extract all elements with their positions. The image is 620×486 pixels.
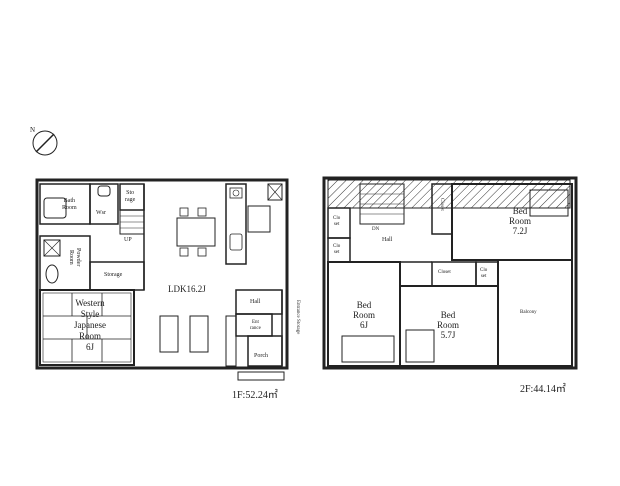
room-bed-2: Bed Room 6J [352, 300, 375, 330]
room-balcony: Balcony [520, 310, 537, 315]
room-japanese: Western Style Japanese Room 6J [74, 298, 106, 352]
room-storage: Storage [104, 272, 123, 278]
stairs-dn: DN [372, 227, 380, 232]
room-closet-a: Clo set [333, 216, 341, 227]
svg-text:N: N [30, 126, 35, 134]
stairs-up: UP [124, 237, 132, 243]
room-wash: Wsr [96, 210, 106, 216]
room-ldk: LDK16.2J [168, 284, 206, 294]
label-entrance-storage: Entrance Storage [295, 300, 300, 335]
floor1-plan [35, 178, 289, 381]
floor2-area: 2F:44.14㎡ [520, 384, 566, 395]
room-storage-small: Sto rage [125, 190, 136, 203]
room-hall-2f: Hall [382, 237, 393, 243]
room-hall-1f: Hall [250, 299, 261, 305]
room-closet-mid: Closet [438, 270, 451, 275]
room-bed-1: Bed Room 7.2J [508, 206, 531, 236]
floor1-area: 1F:52.24㎡ [232, 390, 278, 401]
room-closet-b: Clo set [333, 244, 341, 255]
room-entrance: Ent rance [250, 320, 261, 331]
room-porch: Porch [254, 353, 268, 359]
floor2-plan [322, 176, 578, 370]
room-bed-3: Bed Room 5.7J [436, 310, 459, 340]
room-closet-small: Clo set [480, 268, 488, 279]
room-bath: Bath Room [62, 198, 77, 211]
room-closet-top: Closet [439, 198, 444, 211]
north-arrow-icon: N [30, 126, 58, 156]
room-powder: Powder Room [68, 248, 81, 267]
